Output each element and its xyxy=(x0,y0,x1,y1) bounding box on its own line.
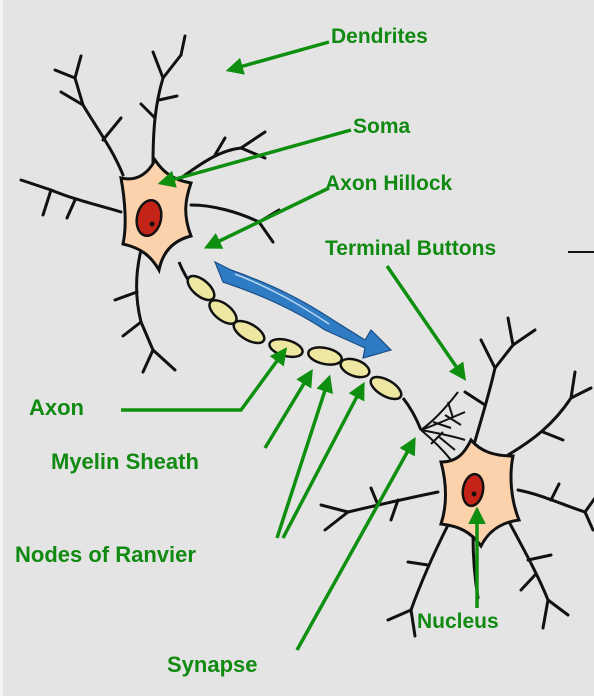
nodes-arrow-1 xyxy=(277,378,329,538)
label-terminal-buttons: Terminal Buttons xyxy=(325,238,496,259)
nucleolus-1 xyxy=(150,222,155,227)
label-nucleus: Nucleus xyxy=(417,611,499,632)
label-axon-hillock: Axon Hillock xyxy=(325,173,452,194)
label-synapse: Synapse xyxy=(167,654,258,676)
axon-arrow xyxy=(121,350,285,410)
nucleolus-2 xyxy=(472,492,477,497)
label-axon: Axon xyxy=(29,397,84,419)
synapse-arrow xyxy=(297,440,414,650)
label-nodes-of-ranvier: Nodes of Ranvier xyxy=(15,544,196,566)
dendrites-arrow xyxy=(229,42,329,70)
label-dendrites: Dendrites xyxy=(331,26,428,47)
neuron-illustration xyxy=(3,0,594,696)
terminal-buttons-arrow xyxy=(387,266,464,378)
label-soma: Soma xyxy=(353,116,410,137)
axon-hillock-arrow xyxy=(207,188,329,247)
label-myelin-sheath: Myelin Sheath xyxy=(51,451,199,473)
axon-terminals xyxy=(421,392,465,460)
myelin-sheath-arrow xyxy=(265,372,311,448)
nodes-arrow-2 xyxy=(283,385,363,538)
